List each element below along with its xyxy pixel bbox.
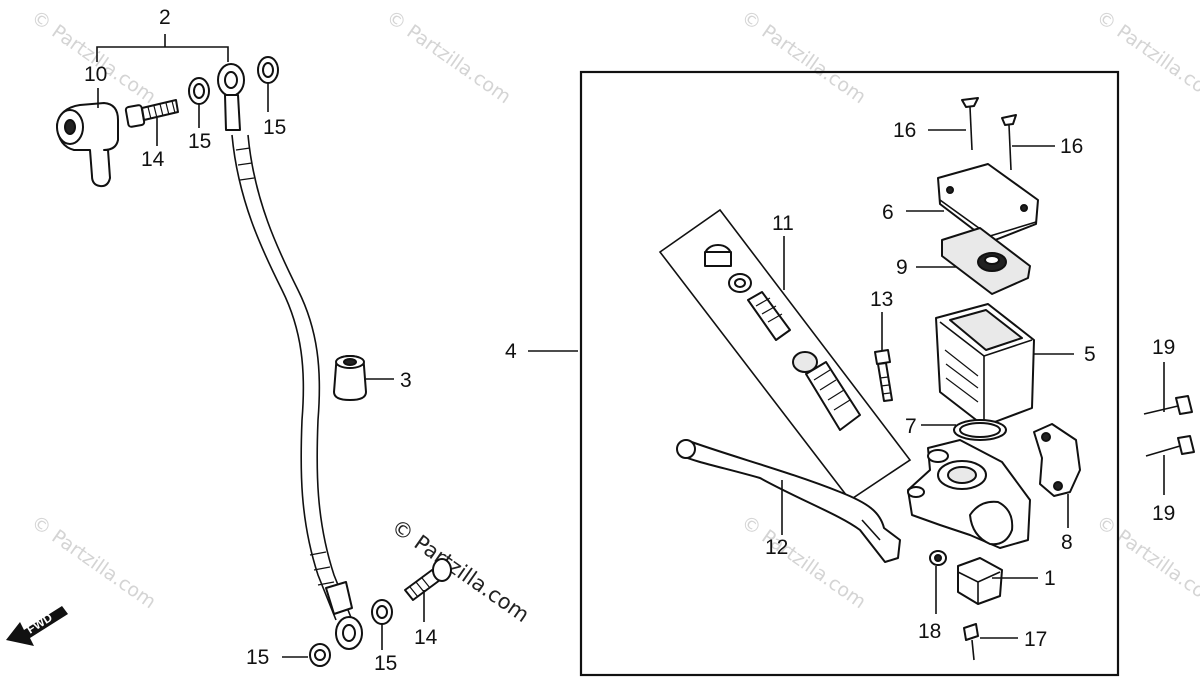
label-part-9: 9	[896, 256, 908, 279]
holder-clamp-part	[1033, 423, 1081, 497]
watermark: © Partzilla.com	[382, 6, 515, 108]
cover-screws-part	[961, 97, 1017, 171]
label-part-4: 4	[505, 340, 517, 363]
sealing-washers-top	[188, 56, 279, 105]
piston-set-part	[658, 208, 912, 502]
label-part-16-right: 16	[1060, 135, 1083, 158]
label-part-15-d: 15	[374, 652, 397, 675]
label-part-10: 10	[84, 63, 107, 86]
hose-grommet-part	[333, 355, 367, 401]
holder-bolts-part	[1143, 395, 1195, 457]
assembly-box	[579, 70, 1120, 677]
master-cylinder-body-part	[907, 439, 1031, 549]
label-part-5: 5	[1084, 343, 1096, 366]
part-labels: 1 2 3 4 5 6 7 8 9 10 11 12 13 14 14 15 1…	[84, 6, 1175, 675]
forward-arrow-icon	[6, 606, 68, 646]
brake-lever-part	[676, 439, 901, 563]
label-part-7: 7	[905, 415, 917, 438]
o-ring-part	[953, 419, 1007, 441]
reservoir-part	[935, 303, 1035, 427]
watermark: © Partzilla.com	[27, 6, 160, 108]
label-part-16-left: 16	[893, 119, 916, 142]
hose-joint-part	[56, 102, 119, 188]
label-part-3: 3	[400, 369, 412, 392]
label-part-1: 1	[1044, 567, 1056, 590]
brake-switch-part	[957, 557, 1003, 605]
diaphragm-plate-part	[941, 227, 1031, 295]
label-part-12: 12	[765, 536, 788, 559]
watermark: © Partzilla.com	[27, 511, 160, 613]
hose-bracket	[96, 34, 229, 62]
reservoir-cover-part	[937, 163, 1039, 243]
label-part-17: 17	[1024, 628, 1047, 651]
label-part-15-c: 15	[246, 646, 269, 669]
label-part-14-bottom: 14	[414, 626, 438, 649]
watermark: © Partzilla.com	[1092, 6, 1200, 108]
watermark: © Partzilla.com	[1092, 511, 1200, 613]
label-part-18: 18	[918, 620, 941, 643]
label-part-8: 8	[1061, 531, 1073, 554]
watermark-center: © Partzilla.com	[387, 514, 534, 627]
label-part-14-top: 14	[141, 148, 165, 171]
label-part-19-top: 19	[1152, 336, 1175, 359]
switch-screw-part	[963, 623, 979, 661]
watermark: © Partzilla.com	[737, 511, 870, 613]
brake-hose-part	[217, 63, 363, 650]
label-part-15-a: 15	[188, 130, 211, 153]
forward-direction-indicator: FWD	[6, 606, 68, 646]
label-part-2: 2	[159, 6, 171, 29]
label-part-11: 11	[772, 212, 794, 235]
pivot-bolt-part	[874, 349, 893, 402]
banjo-bolt-lower-part	[404, 558, 452, 601]
watermark: © Partzilla.com	[737, 6, 870, 108]
switch-washer-part	[929, 550, 947, 566]
label-part-15-b: 15	[263, 116, 286, 139]
banjo-bolt-part	[124, 99, 179, 128]
label-part-6: 6	[882, 201, 894, 224]
label-part-13: 13	[870, 288, 893, 311]
leader-lines	[97, 83, 1165, 658]
label-part-19-bottom: 19	[1152, 502, 1175, 525]
